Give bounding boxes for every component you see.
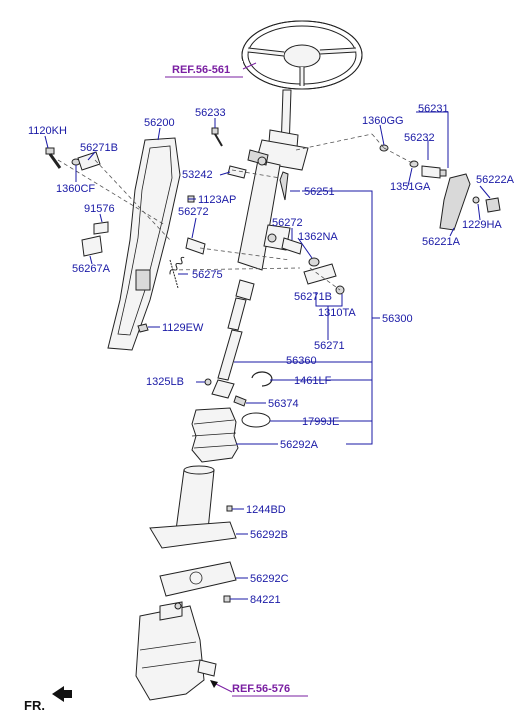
label-1123AP[interactable]: 1123AP: [198, 194, 236, 206]
label-56221A[interactable]: 56221A: [422, 236, 461, 248]
ref-top-label[interactable]: REF.56-561: [172, 64, 230, 76]
label-1129EW[interactable]: 1129EW: [162, 322, 204, 334]
boot-56292A: [191, 407, 239, 463]
clip-91576: [93, 221, 109, 235]
pin-53242: [227, 165, 247, 179]
plate-56292C: [159, 561, 237, 597]
label-56300[interactable]: 56300: [382, 313, 413, 325]
part-56251: [279, 171, 289, 201]
label-1799JE[interactable]: 1799JE: [302, 416, 339, 428]
label-1229HA[interactable]: 1229HA: [462, 219, 502, 231]
label-84221[interactable]: 84221: [250, 594, 281, 606]
ref-bottom-label[interactable]: REF.56-576: [232, 683, 290, 695]
ref-box-top: [165, 61, 243, 77]
label-56222A[interactable]: 56222A: [476, 174, 515, 186]
cover-56292B: [149, 465, 237, 549]
label-56200[interactable]: 56200: [144, 117, 175, 129]
label-56231[interactable]: 56231: [418, 103, 449, 115]
label-53242[interactable]: 53242: [182, 169, 213, 181]
label-1360CF[interactable]: 1360CF: [56, 183, 95, 195]
screw-1244BD: [226, 505, 233, 512]
screw-1229HA: [472, 196, 480, 204]
clip-56267A: [81, 235, 103, 257]
label-56292A[interactable]: 56292A: [280, 439, 319, 451]
label-56233[interactable]: 56233: [195, 107, 226, 119]
steering-gear-box: [135, 601, 217, 701]
label-56292B[interactable]: 56292B: [250, 529, 288, 541]
label-1120KH[interactable]: 1120KH: [28, 125, 67, 137]
intermediate-shaft: [204, 279, 255, 399]
label-56275[interactable]: 56275: [192, 269, 223, 281]
upper-column-shaft: [237, 89, 309, 271]
bushing-56232: [421, 165, 441, 179]
label-56272-b[interactable]: 56272: [272, 217, 303, 229]
bushing-56272-right: [281, 237, 303, 255]
label-1244BD[interactable]: 1244BD: [246, 504, 286, 516]
phantom-lines: [57, 133, 415, 261]
label-56271B-top[interactable]: 56271B: [80, 142, 118, 154]
label-56374[interactable]: 56374: [268, 398, 299, 410]
band-1799JE: [241, 412, 271, 428]
leader-lines: [44, 111, 491, 600]
bolt-56374: [233, 395, 247, 407]
bolt-1129EW: [137, 323, 149, 333]
spring-56275: [169, 256, 185, 275]
steering-wheel: [241, 20, 363, 90]
label-1310TA[interactable]: 1310TA: [318, 307, 356, 319]
plate-56271B-top: [77, 151, 101, 171]
label-1461LF[interactable]: 1461LF: [294, 375, 332, 387]
bushing-56272-left: [185, 237, 206, 255]
label-56272-a[interactable]: 56272: [178, 206, 209, 218]
column-bracket-56200: [107, 137, 181, 351]
clip-1461LF: [251, 371, 273, 387]
bolt-1120KH: [45, 147, 81, 169]
label-56271B-bottom[interactable]: 56271B: [294, 291, 332, 303]
label-56360[interactable]: 56360: [286, 355, 317, 367]
washer-1351GA: [409, 160, 419, 168]
label-1360GG[interactable]: 1360GG: [362, 115, 404, 127]
bolt-56233: [211, 127, 223, 147]
plate-56271B-lower: [303, 263, 337, 285]
label-56232[interactable]: 56232: [404, 132, 435, 144]
label-91576[interactable]: 91576: [84, 203, 115, 215]
label-1351GA[interactable]: 1351GA: [390, 181, 431, 193]
label-1362NA[interactable]: 1362NA: [298, 231, 338, 243]
label-56292C[interactable]: 56292C: [250, 573, 289, 585]
knob-56222A: [485, 197, 501, 213]
front-arrow-icon: [52, 686, 72, 702]
bolt-84221: [223, 595, 231, 603]
front-label: FR.: [24, 698, 45, 713]
washer-1362NA: [308, 257, 320, 267]
label-56271[interactable]: 56271: [314, 340, 345, 352]
lever-56221A: [439, 173, 471, 231]
label-56267A[interactable]: 56267A: [72, 263, 111, 275]
label-56251[interactable]: 56251: [304, 186, 335, 198]
part-labels: 56233 1360GG 56231 56232 1120KH 56200 56…: [28, 103, 515, 606]
label-1325LB[interactable]: 1325LB: [146, 376, 184, 388]
